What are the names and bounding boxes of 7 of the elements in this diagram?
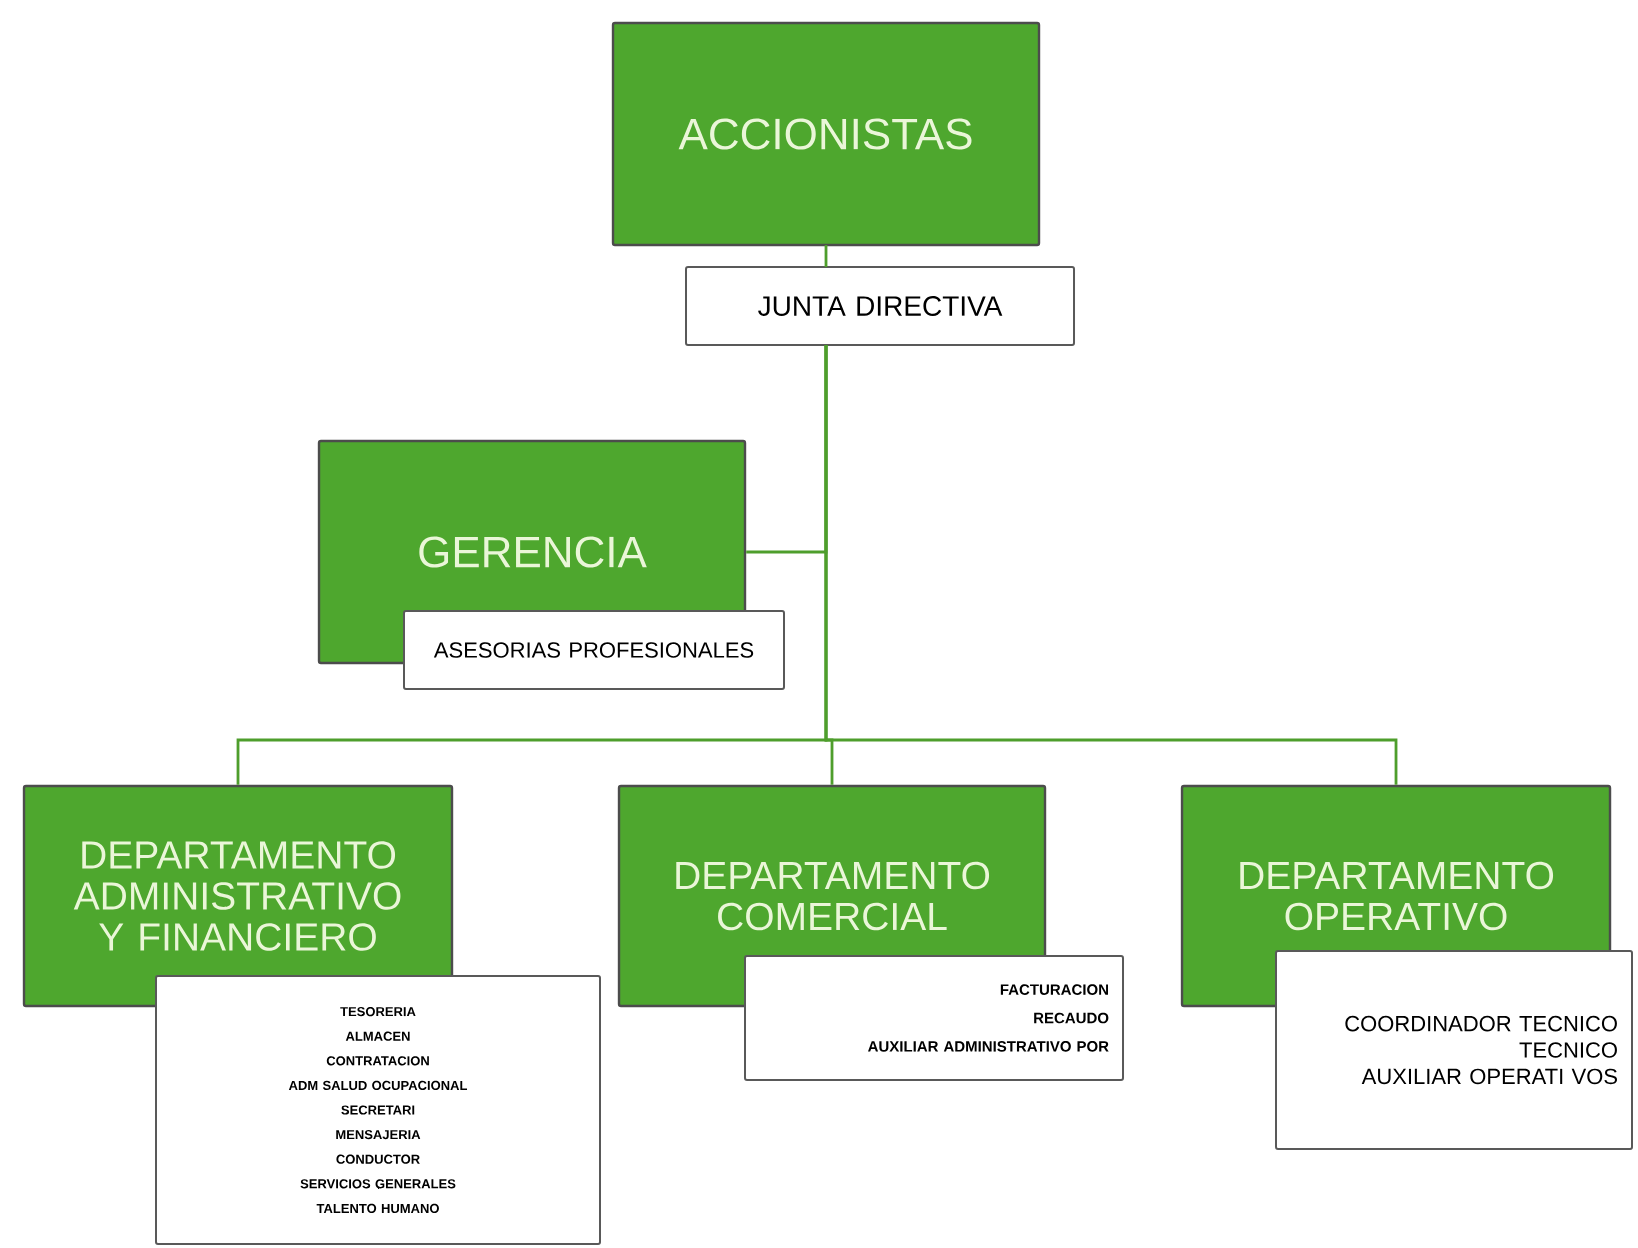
- position-box: ACCIONISTAS: [611, 21, 1041, 247]
- sub-box: COORDINADOR TECNICO TECNICO AUXILIAR OPERATI VOS: [1275, 950, 1633, 1150]
- sub-box: JUNTA DIRECTIVA: [685, 266, 1075, 346]
- sub-box: ASESORIAS PROFESIONALES: [403, 610, 785, 690]
- connector-line: [824, 245, 828, 267]
- position-box: DEPARTAMENTO ADMINISTRATIVO Y FINANCIERO: [22, 784, 454, 1008]
- connector-line: [824, 345, 1398, 785]
